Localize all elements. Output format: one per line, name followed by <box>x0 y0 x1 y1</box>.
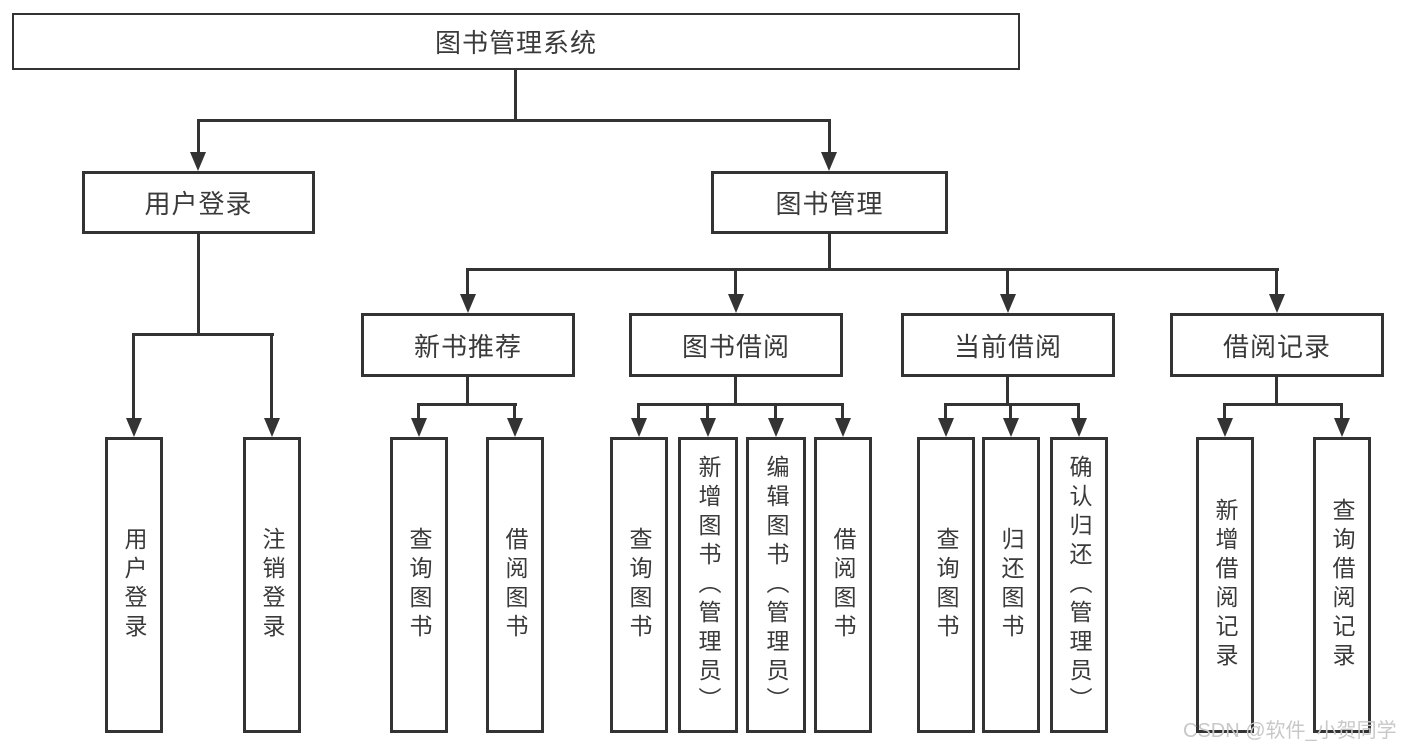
arrow-down-icon <box>190 152 206 171</box>
node-user-login: 用户登录 <box>82 171 315 234</box>
leaf-label: 用户登录 <box>121 527 147 643</box>
leaf-query-books-current: 查询图书 <box>917 437 975 733</box>
leaf-label: 查询图书 <box>406 527 432 643</box>
arrow-down-icon <box>728 294 744 313</box>
arrow-down-icon <box>1269 294 1285 313</box>
arrow-down-icon <box>1000 294 1016 313</box>
connector-book-borrow-stem <box>734 377 737 406</box>
connector-to-new-book <box>466 271 469 295</box>
leaf-user-login: 用户登录 <box>105 437 163 733</box>
leaf-borrow-books-recommend: 借阅图书 <box>486 437 544 733</box>
arrow-down-icon <box>1071 418 1087 437</box>
connector-new-book-stem <box>466 377 469 406</box>
arrow-down-icon <box>1217 418 1233 437</box>
connector-book-mgmt-crossbar <box>466 268 1279 271</box>
leaf-label: 新增图书（管理员） <box>695 454 721 716</box>
connector-to-book-mgmt <box>828 122 831 153</box>
leaf-borrow-books: 借阅图书 <box>814 437 872 733</box>
connector-to-user-login <box>197 122 200 153</box>
connector-to-borrow-records <box>1275 271 1278 295</box>
connector-user-login-stem <box>197 234 200 336</box>
node-borrowing-records: 借阅记录 <box>1170 313 1384 377</box>
node-label: 图书借阅 <box>681 331 790 362</box>
leaf-label: 新增借阅记录 <box>1212 498 1238 672</box>
connector-new-book-crossbar <box>417 403 517 406</box>
leaf-add-books-admin: 新增图书（管理员） <box>678 437 738 733</box>
arrow-down-icon <box>821 152 837 171</box>
arrow-down-icon <box>1003 418 1019 437</box>
leaf-query-books-borrowing: 查询图书 <box>610 437 668 733</box>
arrow-down-icon <box>126 418 142 437</box>
leaf-label: 查询图书 <box>933 527 959 643</box>
connector-to-leaf <box>513 406 516 419</box>
connector-current-borrow-crossbar <box>944 403 1080 406</box>
connector-root-stem <box>514 70 517 121</box>
arrow-down-icon <box>507 418 523 437</box>
leaf-confirm-return-admin: 确认归还（管理员） <box>1050 437 1108 733</box>
node-label: 借阅记录 <box>1222 331 1331 362</box>
node-book-management: 图书管理 <box>711 171 948 234</box>
arrow-down-icon <box>411 418 427 437</box>
connector-book-mgmt-stem <box>828 234 831 271</box>
connector-to-leaf <box>1077 406 1080 419</box>
arrow-down-icon <box>938 418 954 437</box>
leaf-edit-books-admin: 编辑图书（管理员） <box>746 437 806 733</box>
node-label: 图书管理 <box>775 189 884 219</box>
leaf-label: 借阅图书 <box>830 527 856 643</box>
leaf-return-books: 归还图书 <box>982 437 1040 733</box>
node-label: 新书推荐 <box>413 331 522 362</box>
leaf-query-borrow-record: 查询借阅记录 <box>1313 437 1371 733</box>
connector-borrow-records-crossbar <box>1223 403 1343 406</box>
leaf-label: 查询借阅记录 <box>1329 498 1355 672</box>
arrow-down-icon <box>768 418 784 437</box>
connector-to-current-borrow <box>1006 271 1009 295</box>
connector-to-leaf <box>417 406 420 419</box>
connector-current-borrow-stem <box>1006 377 1009 406</box>
node-new-book-recommend: 新书推荐 <box>361 313 575 377</box>
leaf-label: 确认归还（管理员） <box>1066 454 1092 716</box>
connector-user-login-crossbar <box>132 333 274 336</box>
node-current-borrowing: 当前借阅 <box>901 313 1115 377</box>
connector-root-crossbar <box>197 119 831 122</box>
arrow-down-icon <box>264 418 280 437</box>
connector-to-leaf <box>774 406 777 419</box>
arrow-down-icon <box>631 418 647 437</box>
arrow-down-icon <box>700 418 716 437</box>
connector-to-leaf <box>944 406 947 419</box>
connector-borrow-records-stem <box>1275 377 1278 406</box>
connector-to-leaf <box>841 406 844 419</box>
connector-to-leaf <box>637 406 640 419</box>
node-label: 图书管理系统 <box>434 28 597 58</box>
connector-to-book-borrow <box>734 271 737 295</box>
connector-to-leaf <box>706 406 709 419</box>
node-label: 用户登录 <box>144 189 253 219</box>
leaf-label: 借阅图书 <box>502 527 528 643</box>
leaf-logout: 注销登录 <box>243 437 301 733</box>
connector-to-leaf <box>132 336 135 419</box>
connector-to-leaf <box>270 336 273 419</box>
arrow-down-icon <box>460 294 476 313</box>
leaf-label: 归还图书 <box>998 527 1024 643</box>
connector-to-leaf <box>1340 406 1343 419</box>
leaf-add-borrow-record: 新增借阅记录 <box>1196 437 1254 733</box>
leaf-query-books-recommend: 查询图书 <box>390 437 448 733</box>
node-label: 当前借阅 <box>953 331 1062 362</box>
node-library-management-system: 图书管理系统 <box>12 13 1020 70</box>
connector-to-leaf <box>1009 406 1012 419</box>
node-book-borrowing: 图书借阅 <box>629 313 843 377</box>
leaf-label: 注销登录 <box>259 527 285 643</box>
connector-to-leaf <box>1223 406 1226 419</box>
leaf-label: 查询图书 <box>626 527 652 643</box>
csdn-watermark: CSDN @软件_小贺同学 <box>1183 720 1397 742</box>
arrow-down-icon <box>835 418 851 437</box>
arrow-down-icon <box>1334 418 1350 437</box>
connector-book-borrow-crossbar <box>637 403 844 406</box>
leaf-label: 编辑图书（管理员） <box>763 454 789 716</box>
